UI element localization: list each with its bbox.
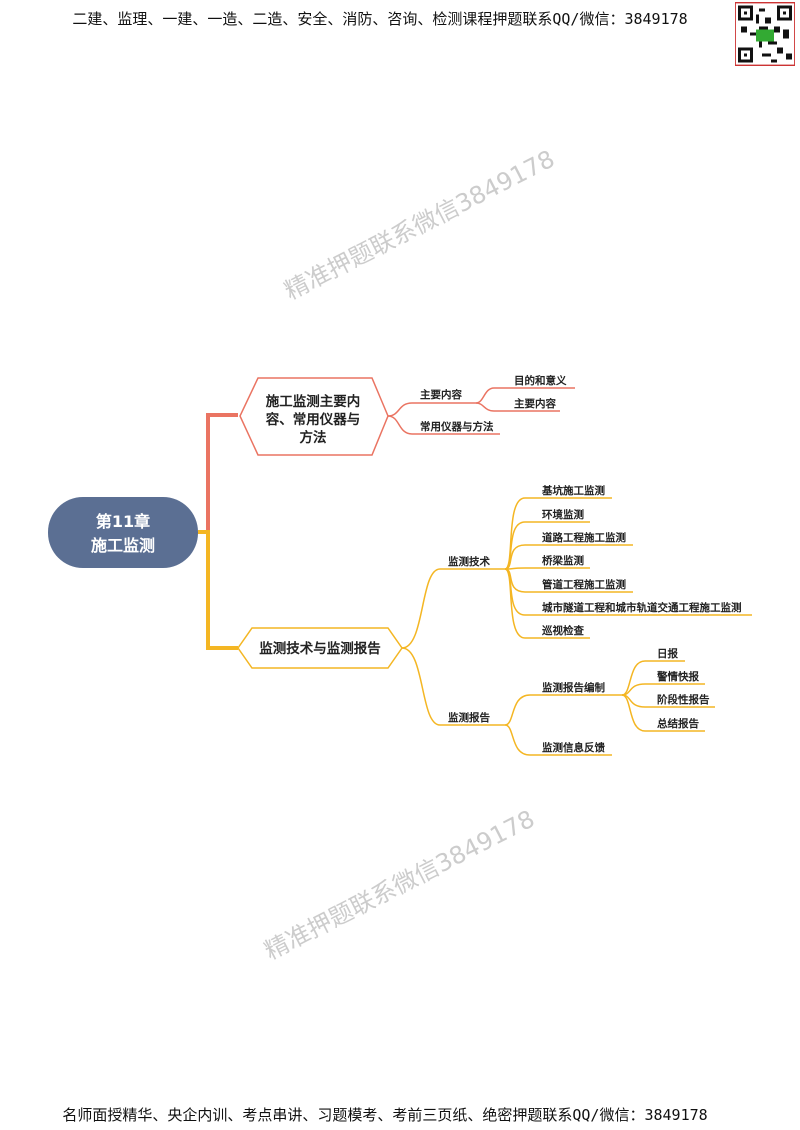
report-type[interactable]: 警情快报 bbox=[656, 670, 699, 683]
tech-item[interactable]: 管道工程施工监测 bbox=[542, 578, 626, 591]
branch1-line1: 施工监测主要内 bbox=[266, 393, 361, 410]
root-node[interactable] bbox=[48, 497, 198, 568]
tech-item[interactable]: 基坑施工监测 bbox=[541, 484, 605, 497]
report-type[interactable]: 总结报告 bbox=[657, 717, 699, 730]
tech-item[interactable]: 桥梁监测 bbox=[542, 554, 584, 567]
node-main-content-sub[interactable]: 主要内容 bbox=[514, 397, 556, 410]
tech-item[interactable]: 巡视检查 bbox=[542, 624, 584, 637]
tech-item[interactable]: 道路工程施工监测 bbox=[542, 531, 626, 544]
node-info-feedback[interactable]: 监测信息反馈 bbox=[542, 741, 605, 754]
node-monitoring-tech[interactable]: 监测技术 bbox=[448, 555, 490, 568]
branch2-node[interactable] bbox=[237, 627, 403, 669]
connector-root-branch2 bbox=[198, 530, 238, 650]
watermark: 精准押题联系微信3849178 bbox=[260, 805, 539, 966]
tech-item[interactable]: 环境监测 bbox=[542, 508, 584, 521]
node-purpose[interactable]: 目的和意义 bbox=[514, 374, 567, 387]
branch1-node[interactable] bbox=[239, 377, 389, 456]
connector-root-branch1 bbox=[198, 413, 238, 534]
watermark: 精准押题联系微信3849178 bbox=[280, 145, 559, 306]
branch1-line2: 容、常用仪器与 bbox=[265, 411, 361, 428]
node-instruments-methods[interactable]: 常用仪器与方法 bbox=[420, 420, 494, 433]
branch2-label: 监测技术与监测报告 bbox=[259, 640, 381, 657]
header-banner: 二建、监理、一建、一造、二造、安全、消防、咨询、检测课程押题联系QQ/微信：38… bbox=[72, 10, 688, 28]
root-title-line2: 施工监测 bbox=[91, 536, 155, 555]
branch1-line3: 方法 bbox=[300, 429, 327, 446]
report-type[interactable]: 日报 bbox=[657, 647, 678, 660]
node-monitoring-report[interactable]: 监测报告 bbox=[448, 711, 490, 724]
report-type[interactable]: 阶段性报告 bbox=[657, 693, 710, 706]
node-report-compilation[interactable]: 监测报告编制 bbox=[542, 681, 605, 694]
node-main-content[interactable]: 主要内容 bbox=[420, 388, 462, 401]
qr-code bbox=[735, 2, 795, 66]
footer-banner: 名师面授精华、央企内训、考点串讲、习题模考、考前三页纸、绝密押题联系QQ/微信：… bbox=[62, 1106, 708, 1124]
tech-item[interactable]: 城市隧道工程和城市轨道交通工程施工监测 bbox=[542, 601, 742, 614]
root-title-line1: 第11章 bbox=[96, 512, 150, 531]
